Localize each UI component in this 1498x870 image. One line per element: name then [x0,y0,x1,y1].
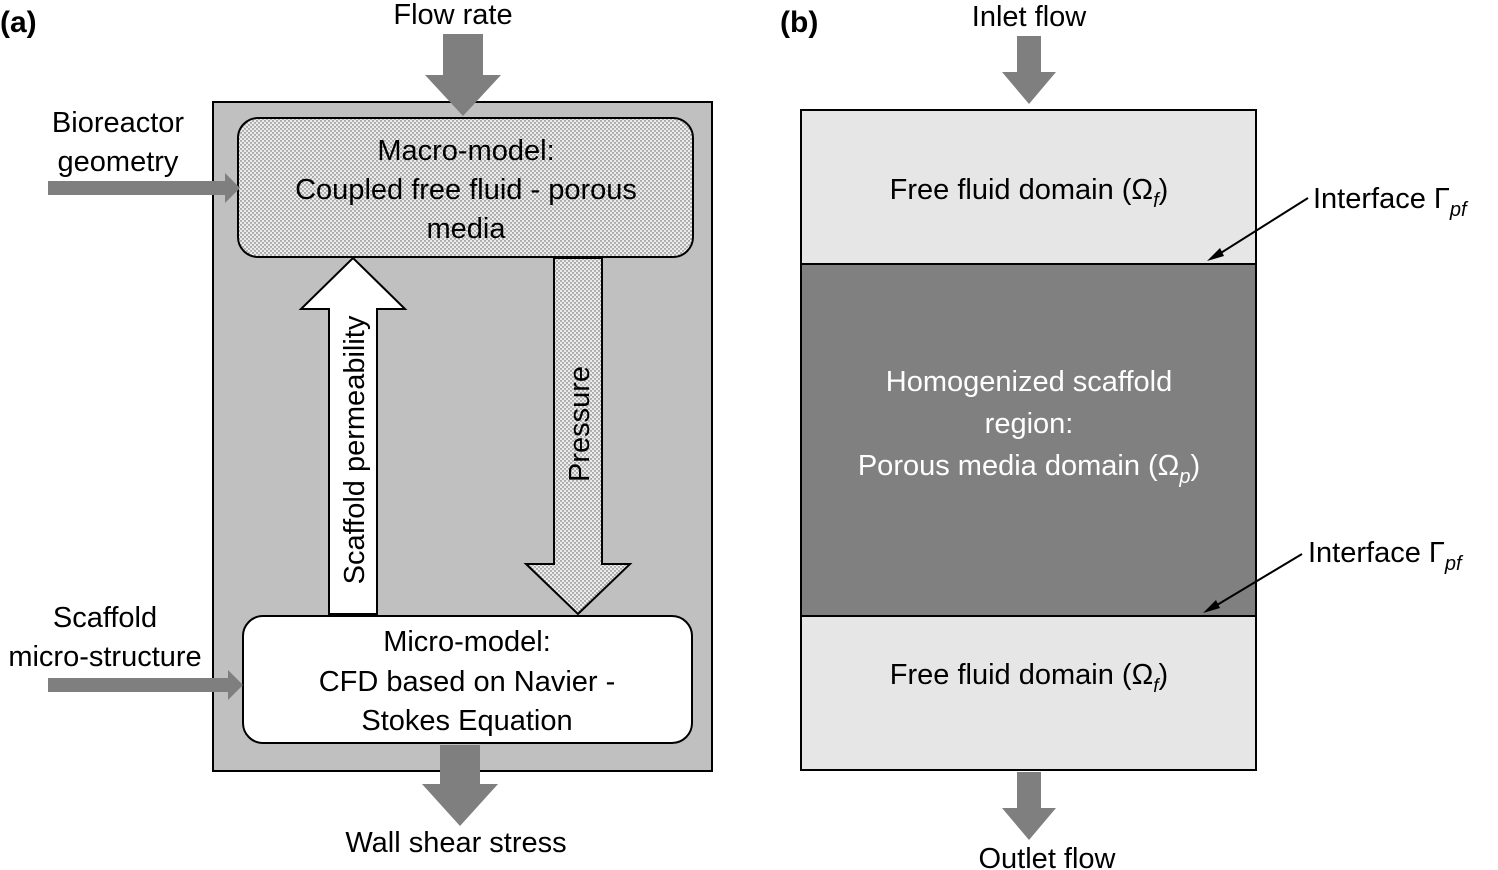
flow-rate-label: Flow rate [393,0,512,31]
macro-model-line-2: Coupled free fluid - porous [295,174,637,206]
inlet-flow-arrow [1002,36,1056,104]
bioreactor-arrow [48,173,240,203]
interface-bottom-label: Interface Γpf [1308,537,1464,575]
wall-shear-stress-label: Wall shear stress [345,827,566,859]
scaffold-permeability-arrow [298,256,408,615]
pressure-arrow [523,257,633,616]
bioreactor-label-1: Bioreactor [52,107,185,139]
micro-model-line-3: Stokes Equation [361,705,572,737]
free-fluid-domain-bottom [800,615,1257,771]
outlet-flow-label: Outlet flow [979,843,1117,870]
porous-media-domain [800,263,1257,617]
homogenized-line-1: Homogenized scaffold [886,366,1172,398]
macro-model-line-3: media [427,213,507,245]
micro-model-line-1: Micro-model: [383,626,551,658]
scaffold-microstructure-label-2: micro-structure [8,641,201,673]
free-fluid-top-label: Free fluid domain (Ωf) [890,174,1169,212]
bioreactor-label-2: geometry [58,146,179,178]
micro-model-line-2: CFD based on Navier - [319,666,616,698]
free-fluid-bottom-label: Free fluid domain (Ωf) [890,659,1168,697]
flow-rate-arrow [425,34,501,116]
pressure-label: Pressure [564,366,596,482]
wall-shear-arrow [422,745,498,826]
free-fluid-domain-top [800,109,1257,265]
panel-a-label: (a) [0,6,37,39]
interface-bottom-pointer-head [1203,600,1220,613]
interface-bottom-pointer [1211,553,1303,609]
interface-top-label: Interface Γpf [1313,183,1469,221]
inlet-flow-label: Inlet flow [972,1,1087,33]
microstructure-arrow [48,670,243,700]
panel-b-label: (b) [780,6,818,39]
interface-top-pointer-head [1207,248,1224,261]
macro-model-line-1: Macro-model: [377,135,554,167]
porous-media-label: Porous media domain (Ωp) [858,450,1200,488]
homogenized-line-2: region: [985,408,1074,440]
outlet-flow-arrow [1002,772,1056,840]
micro-model-box [242,615,693,744]
scaffold-permeability-label: Scaffold permeability [339,315,371,584]
interface-top-pointer [1215,197,1309,257]
scaffold-microstructure-label-1: Scaffold [53,602,157,634]
